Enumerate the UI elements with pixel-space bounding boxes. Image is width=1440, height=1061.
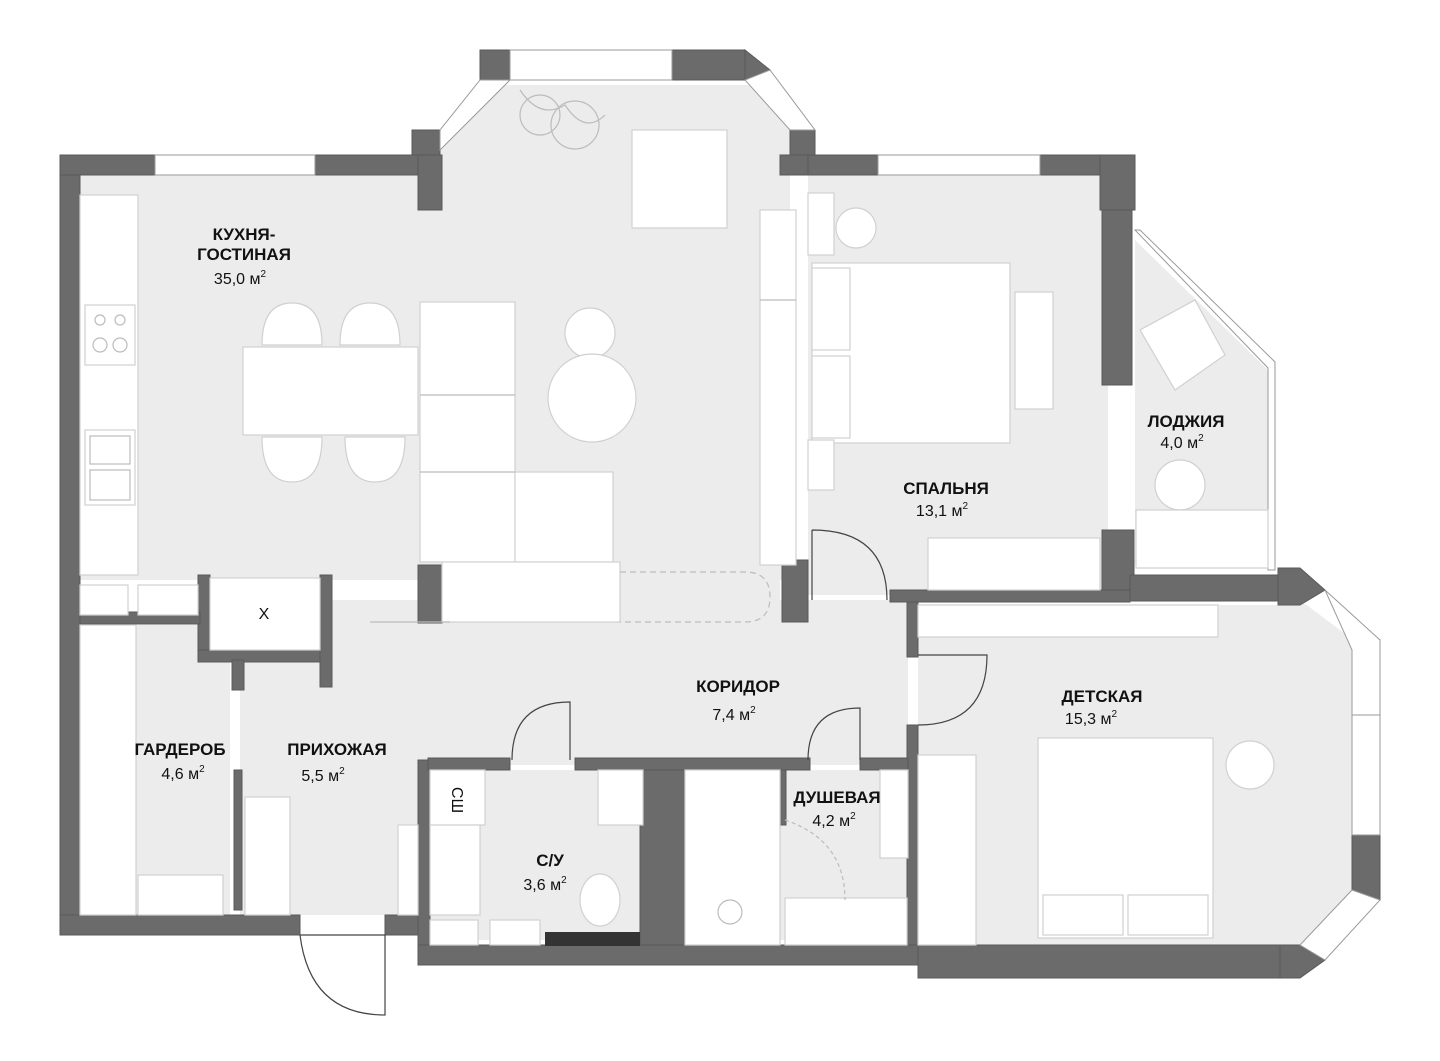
- labels: КУХНЯ- ГОСТИНАЯ 35,0 м2 СПАЛЬНЯ 13,1 м2 …: [134, 225, 1224, 894]
- window-nursery-lower: [1299, 889, 1381, 961]
- bedroom-furniture: [807, 192, 1101, 591]
- area-bathroom: 3,6 м2: [523, 875, 567, 894]
- toilet: [579, 873, 621, 927]
- area-hallway: 5,5 м2: [301, 766, 345, 785]
- bathroom-furniture: [429, 769, 644, 946]
- windows: [154, 49, 1381, 961]
- chair-1: [261, 302, 323, 346]
- shower-cabinet: [879, 769, 909, 859]
- label-shower: ДУШЕВАЯ: [793, 788, 880, 807]
- drain-icon: [717, 899, 743, 925]
- loggia-furniture: [1135, 299, 1269, 569]
- nursery-pillow-2: [1127, 894, 1209, 936]
- shoe-cabinet-2: [137, 584, 199, 616]
- sofa-back: [419, 301, 516, 563]
- hob: [84, 304, 136, 366]
- plant-icon: [519, 94, 561, 136]
- wardrobe-rack-2: [137, 874, 224, 916]
- window-loggia: [1133, 229, 1276, 571]
- plant-icon: [550, 100, 600, 150]
- chair-3: [261, 436, 323, 483]
- bedroom-armchair: [807, 192, 835, 256]
- cabinet-mark: X: [259, 606, 270, 623]
- chair-2: [339, 302, 401, 346]
- loggia-armchair: [1139, 299, 1226, 391]
- bath-sink: [597, 769, 644, 826]
- label-corridor: КОРИДОР: [696, 677, 780, 696]
- radiator: [545, 932, 640, 946]
- bedroom-dresser: [927, 537, 1101, 591]
- label-kitchen-2: ГОСТИНАЯ: [197, 245, 291, 264]
- label-hallway: ПРИХОЖАЯ: [287, 740, 387, 759]
- wardrobe-rack-1: [79, 624, 137, 916]
- label-wardrobe: ГАРДЕРОБ: [134, 740, 225, 759]
- nursery-shelf: [917, 754, 977, 946]
- shower-tray: [684, 769, 781, 946]
- kitchen-counter: [79, 194, 139, 576]
- walls: [59, 48, 1381, 979]
- door-nursery[interactable]: [917, 654, 988, 726]
- pillow-1: [811, 267, 851, 351]
- bath-shelf-1: [429, 919, 479, 946]
- nursery-pillow-1: [1042, 894, 1124, 936]
- label-bathroom: С/У: [536, 851, 564, 870]
- window-bedroom-top: [877, 154, 1041, 176]
- loggia-desk: [1135, 509, 1269, 569]
- boiler-cabinet: [209, 577, 321, 651]
- sink: [84, 429, 136, 506]
- loggia-chair: [1154, 459, 1206, 511]
- shoe-cabinet-1: [79, 584, 129, 616]
- label-nursery: ДЕТСКАЯ: [1062, 687, 1143, 706]
- dining-table: [242, 346, 419, 436]
- shower-sink: [784, 897, 908, 946]
- sofa-chaise: [514, 471, 614, 563]
- armchair-bay: [631, 129, 728, 229]
- window-nursery-side: [1351, 714, 1381, 836]
- hallway-shelf: [397, 824, 419, 916]
- hall-furniture: [79, 577, 419, 916]
- door-bedroom[interactable]: [811, 529, 888, 601]
- area-loggia: 4,0 м2: [1160, 433, 1204, 452]
- window-bay-center: [509, 49, 673, 81]
- bath-shelf-2: [489, 919, 541, 946]
- label-loggia: ЛОДЖИЯ: [1148, 412, 1225, 431]
- pillow-2: [811, 355, 851, 439]
- hallway-cabinet: [244, 796, 291, 916]
- bedroom-closet: [807, 439, 835, 491]
- nursery-chair: [1225, 740, 1275, 790]
- area-corridor: 7,4 м2: [712, 705, 756, 724]
- area-shower: 4,2 м2: [812, 811, 856, 830]
- window-bay-right: [744, 69, 816, 131]
- area-kitchen: 35,0 м2: [214, 269, 267, 288]
- label-kitchen-1: КУХНЯ-: [213, 225, 276, 244]
- door-shower[interactable]: [807, 707, 861, 761]
- area-bedroom: 13,1 м2: [916, 501, 969, 520]
- side-table: [564, 307, 616, 359]
- bench: [1014, 291, 1054, 410]
- bath-counter: [429, 824, 481, 916]
- tv-console: [441, 561, 621, 623]
- shower-furniture: [684, 769, 909, 946]
- nursery-wardrobe: [917, 604, 1219, 638]
- wardrobe-tall: [759, 209, 797, 566]
- doors: [299, 529, 988, 1016]
- window-kitchen-top: [154, 154, 316, 176]
- door-bathroom[interactable]: [511, 701, 571, 761]
- area-nursery: 15,3 м2: [1065, 709, 1118, 728]
- chair-4: [344, 436, 406, 483]
- kitchen-furniture: [79, 89, 797, 623]
- nursery-furniture: [917, 604, 1275, 946]
- door-entrance[interactable]: [299, 934, 386, 1016]
- label-bedroom: СПАЛЬНЯ: [903, 479, 989, 498]
- coffee-table: [547, 353, 637, 443]
- washing-machine: [429, 769, 486, 826]
- bedroom-round-table: [835, 207, 877, 249]
- area-wardrobe: 4,6 м2: [161, 764, 205, 783]
- washer-mark: СШ: [448, 787, 465, 813]
